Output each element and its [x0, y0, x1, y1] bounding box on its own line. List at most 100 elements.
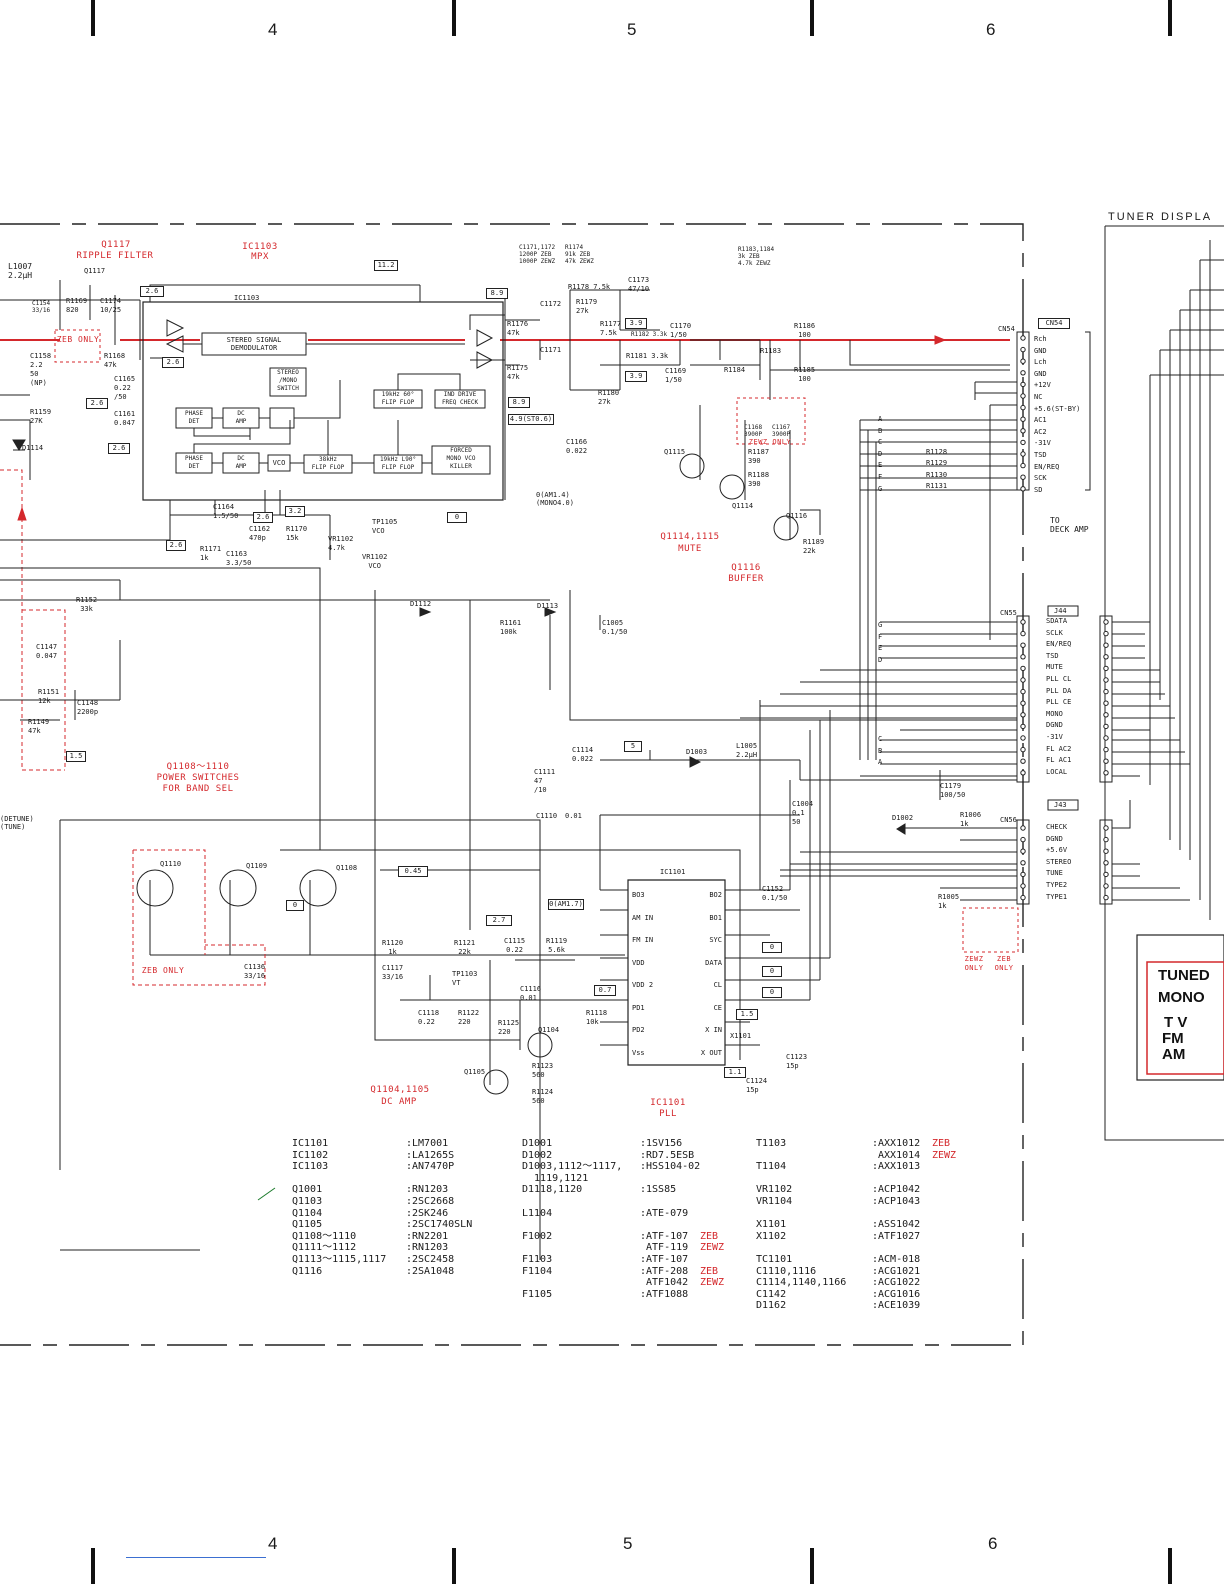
ref-letter: D — [878, 449, 883, 458]
r1171-label: R1171 1k — [200, 545, 222, 562]
am-mono-label: 0(AM1.4) (MONO4.0) — [536, 491, 574, 507]
connector-pin: DGND — [1046, 834, 1063, 843]
voltage-box: 0 — [762, 966, 782, 977]
mpx-label: MPX — [251, 252, 269, 262]
voltage-box: 2.6 — [140, 286, 164, 297]
r1159-label: R1159 27K — [30, 408, 52, 425]
edge-tick — [810, 0, 814, 36]
c1117-label: C1117 33/16 — [382, 964, 404, 981]
r1178-label: R1178 7.5k — [568, 283, 611, 291]
voltage-box: 0 — [762, 942, 782, 953]
parts-col3-values: :AXX1012 AXX1014 :AXX1013 :ACP1042 :ACP1… — [872, 1138, 921, 1312]
r1131-label: R1131 — [926, 482, 948, 490]
connector-pin-dot — [1103, 894, 1109, 901]
q1104-label: Q1104 — [538, 1026, 560, 1034]
connector-pin: Rch — [1034, 335, 1047, 343]
ff-19k-90: 19kHz L90° FLIP FLOP — [379, 456, 417, 471]
connector-pin: PLL CE — [1046, 698, 1072, 707]
r1187-label: R1187 390 — [748, 448, 770, 465]
column-number: 5 — [627, 20, 637, 39]
connector-pin-dot — [1020, 462, 1026, 469]
ic-pin: CE — [713, 1003, 722, 1012]
connector-pin: FL AC1 — [1046, 756, 1072, 765]
d1003-label: D1003 — [686, 748, 708, 756]
l1005-label: L1005 2.2μH — [736, 742, 758, 759]
r1174-label: R1174 91k ZEB 47k ZEWZ — [565, 244, 594, 265]
r1152-label: R1152 33k — [76, 596, 98, 613]
q1114-1115-label: Q1114,1115 — [660, 532, 720, 542]
phase-det-2: PHASE DET — [184, 455, 204, 470]
connector-pin-dot — [1020, 848, 1026, 854]
r1149-label: R1149 47k — [28, 718, 50, 735]
edge-tick — [1168, 0, 1172, 36]
connector-pin: DGND — [1046, 721, 1063, 730]
edge-tick — [91, 0, 95, 36]
connector-pin-dot — [1020, 735, 1026, 741]
connector-pin: MUTE — [1046, 663, 1063, 672]
r1182-label: R1182 3.3k — [631, 331, 668, 338]
vco-block: VCO — [272, 459, 286, 467]
connector-pin-dot — [1103, 825, 1109, 831]
c1123-label: C1123 15p — [786, 1053, 808, 1070]
connector-pin: +5.6(ST-BY) — [1034, 404, 1081, 413]
edge-tick — [810, 1548, 814, 1584]
c1166-label: C1166 0.022 — [566, 438, 588, 455]
ic-pin: VDD 2 — [632, 981, 654, 989]
ref-letter: A — [878, 758, 883, 767]
c1110-label: C1110 — [536, 812, 558, 820]
connector-pin-dot — [1020, 486, 1026, 492]
ref-letter: B — [878, 426, 883, 435]
r1122-label: R1122 220 — [458, 1009, 480, 1026]
connector-pin-dot — [1103, 619, 1109, 625]
j43-label: J43 — [1054, 801, 1067, 809]
c1173-label: C1173 47/10 — [628, 276, 650, 293]
r1179-label: R1179 27k — [576, 298, 598, 315]
connector-pin-dot — [1020, 428, 1026, 434]
d1114-label: D1114 — [22, 444, 44, 452]
connector-pin-dot — [1020, 393, 1026, 399]
forced-mono-vco-killer: FORCED MONO VCO KILLER — [446, 447, 476, 470]
c1179-label: C1179 100/50 — [940, 782, 966, 799]
c1169-label: C1169 1/50 — [665, 367, 687, 384]
zewz-label: ZEWZ — [964, 955, 984, 963]
connector-pin-dot — [1020, 860, 1026, 866]
connector-pin: CHECK — [1046, 823, 1068, 831]
c1005-label: C1005 0.1/50 — [602, 619, 628, 636]
to-deck-amp-label: TO DECK AMP — [1050, 516, 1089, 534]
connector-pin: SCLK — [1046, 628, 1063, 637]
c1004-label: C1004 0.1 50 — [792, 800, 814, 826]
c1163-label: C1163 3.3/50 — [226, 550, 252, 567]
r1125-label: R1125 220 — [498, 1019, 520, 1036]
tp1103-label: TP1103 VT — [452, 970, 478, 987]
c1148-label: C1148 2200p — [77, 699, 99, 716]
connector-pin-dot — [1020, 746, 1026, 753]
connector-pin: TYPE2 — [1046, 880, 1068, 889]
q1116-transistor-label: Q1116 — [786, 512, 808, 520]
voltage-box: 1.1 — [724, 1067, 746, 1078]
zeb-only-top-label: ZEB ONLY — [56, 335, 100, 344]
r1180-label: R1180 27k — [598, 389, 620, 406]
connector-pin: FL AC2 — [1046, 744, 1072, 753]
connector-pin-dot — [1103, 688, 1109, 695]
r1006-label: R1006 1k — [960, 811, 982, 828]
display-tuned: TUNED — [1158, 967, 1210, 984]
connector-pin: AC2 — [1034, 427, 1047, 436]
connector-pin-dot — [1103, 770, 1109, 776]
connector-pin: TSD — [1034, 450, 1047, 459]
connector-pin-dot — [1020, 700, 1026, 706]
q1108-1110-label: Q1108～1110 — [166, 762, 230, 772]
voltage-box: 2.6 — [253, 512, 273, 523]
voltage-box: 0.7 — [594, 985, 616, 996]
connector-pin-dot — [1103, 848, 1109, 854]
c1165-label: C1165 0.22 /50 — [114, 375, 136, 401]
x1101-label: X1101 — [730, 1032, 752, 1040]
ref-letter: G — [878, 621, 883, 629]
c1124-label: C1124 15p — [746, 1077, 768, 1094]
connector-pin-dot — [1103, 700, 1109, 706]
connector-pin-dot — [1103, 712, 1109, 718]
voltage-box: 2.6 — [162, 357, 184, 368]
connector-pin: SCK — [1034, 474, 1047, 483]
r1185-label: R1185 100 — [794, 366, 816, 383]
ref-letter: D — [878, 655, 883, 664]
connector-pin-dot — [1020, 642, 1026, 648]
